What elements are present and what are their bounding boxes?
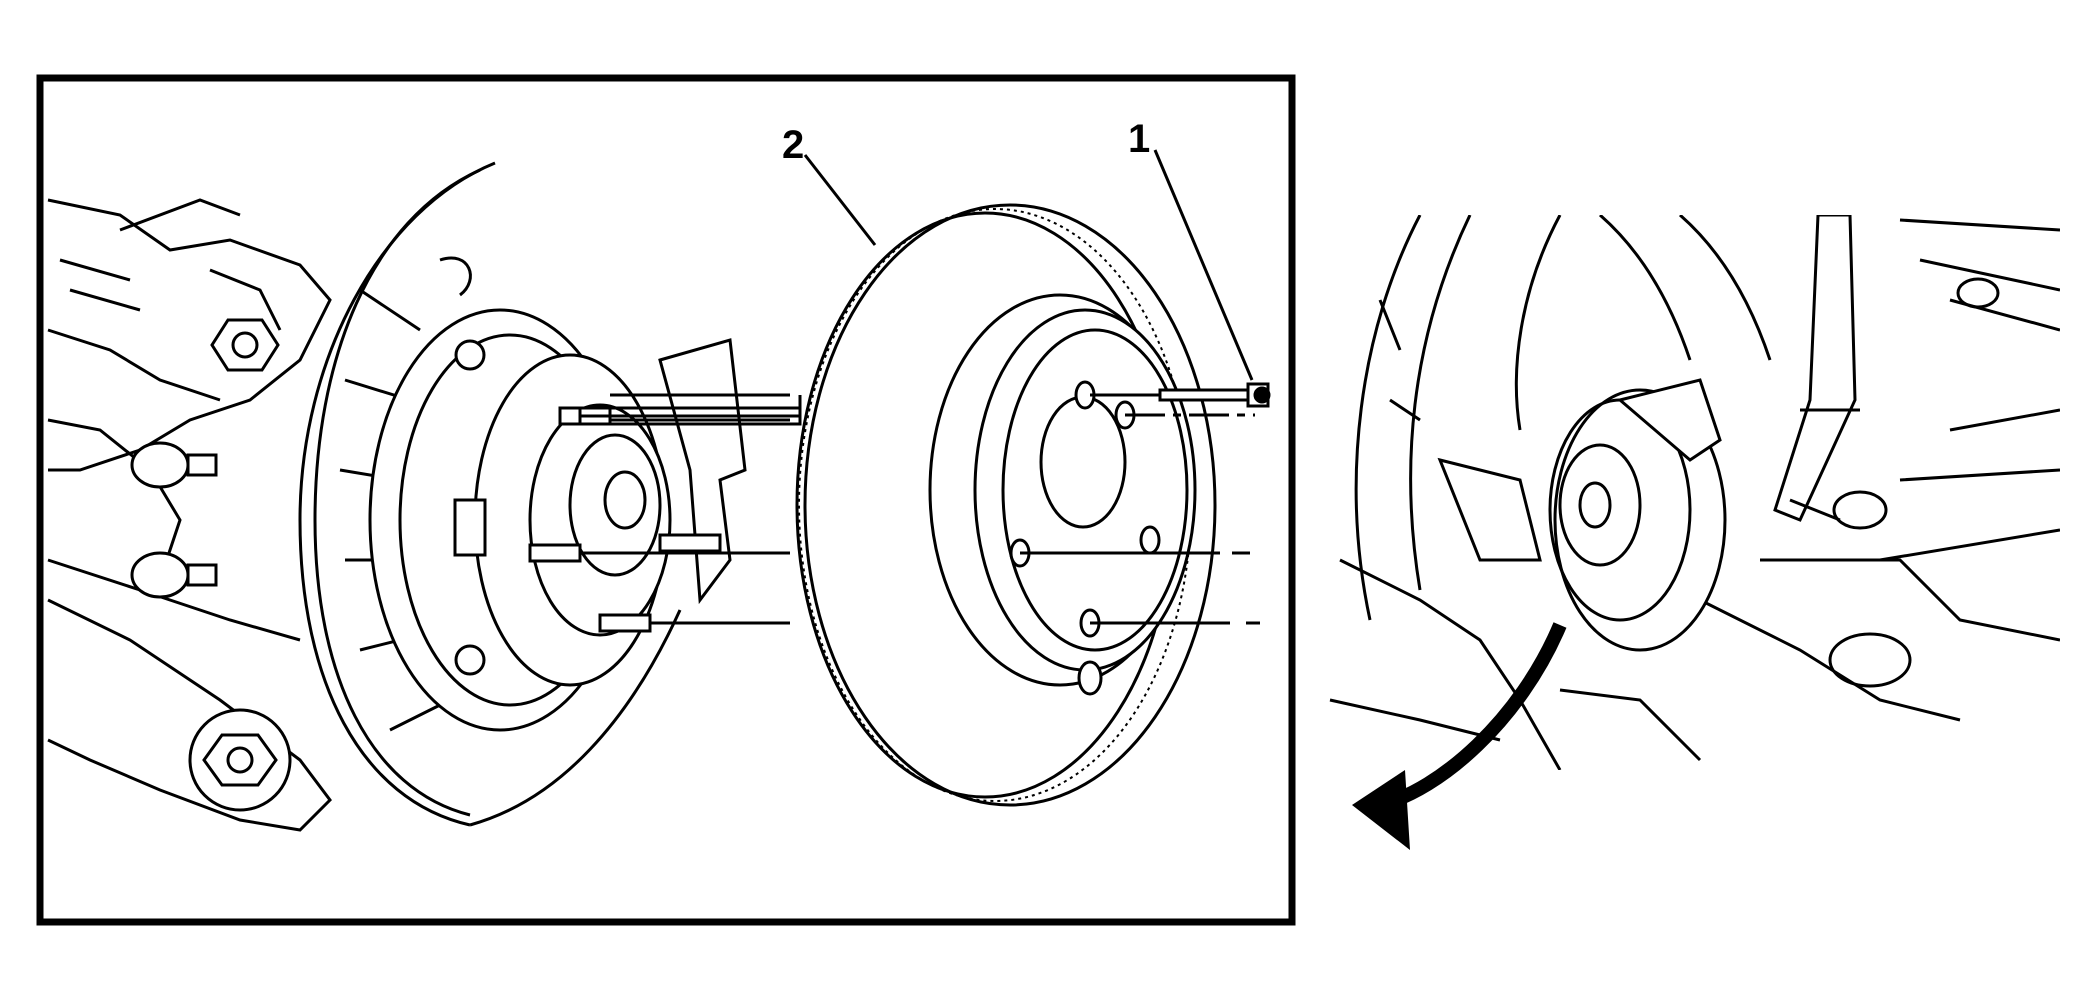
- knuckle-nut-lower: [188, 708, 292, 812]
- rotor-hat-inner: [1001, 328, 1189, 652]
- callout-2-leader: [803, 154, 877, 246]
- wheel-stud: [528, 543, 582, 563]
- callout-1: 1: [1128, 117, 1254, 381]
- callout-2: 2: [782, 123, 877, 246]
- main-exploded-view-panel: 2 1: [36, 74, 1296, 926]
- lug-hole: [1077, 660, 1103, 696]
- hub-assembly: [368, 308, 672, 732]
- wheel-stud: [658, 533, 722, 553]
- wheel-well-arc: [1354, 215, 1422, 621]
- callout-1-label: 1: [1128, 117, 1150, 161]
- wheel-studs: [528, 395, 802, 633]
- wheel-well-arc: [1409, 215, 1472, 591]
- installed-view-inset: [1329, 215, 2060, 850]
- rotation-arrow-icon: [1352, 622, 1567, 850]
- callout-2-label: 2: [782, 123, 804, 167]
- knuckle-nut-upper: [210, 318, 280, 372]
- shock-absorber: [1773, 215, 1857, 522]
- brake-rotor: [795, 203, 1217, 807]
- suspension-knuckle: [47, 198, 332, 832]
- callout-1-leader: [1153, 149, 1254, 381]
- wheel-stud: [598, 613, 652, 633]
- bushing-upper: [130, 441, 218, 489]
- rotor-retaining-screw: [1158, 382, 1271, 408]
- caliper-bracket: [658, 338, 747, 605]
- wheel-well-arc: [1514, 215, 1562, 431]
- rotor-center-bore: [1039, 395, 1127, 529]
- lug-hole: [1139, 525, 1161, 555]
- stud-guide-lines: [580, 393, 790, 625]
- dust-shield: [298, 161, 682, 827]
- bushing-lower: [130, 551, 218, 599]
